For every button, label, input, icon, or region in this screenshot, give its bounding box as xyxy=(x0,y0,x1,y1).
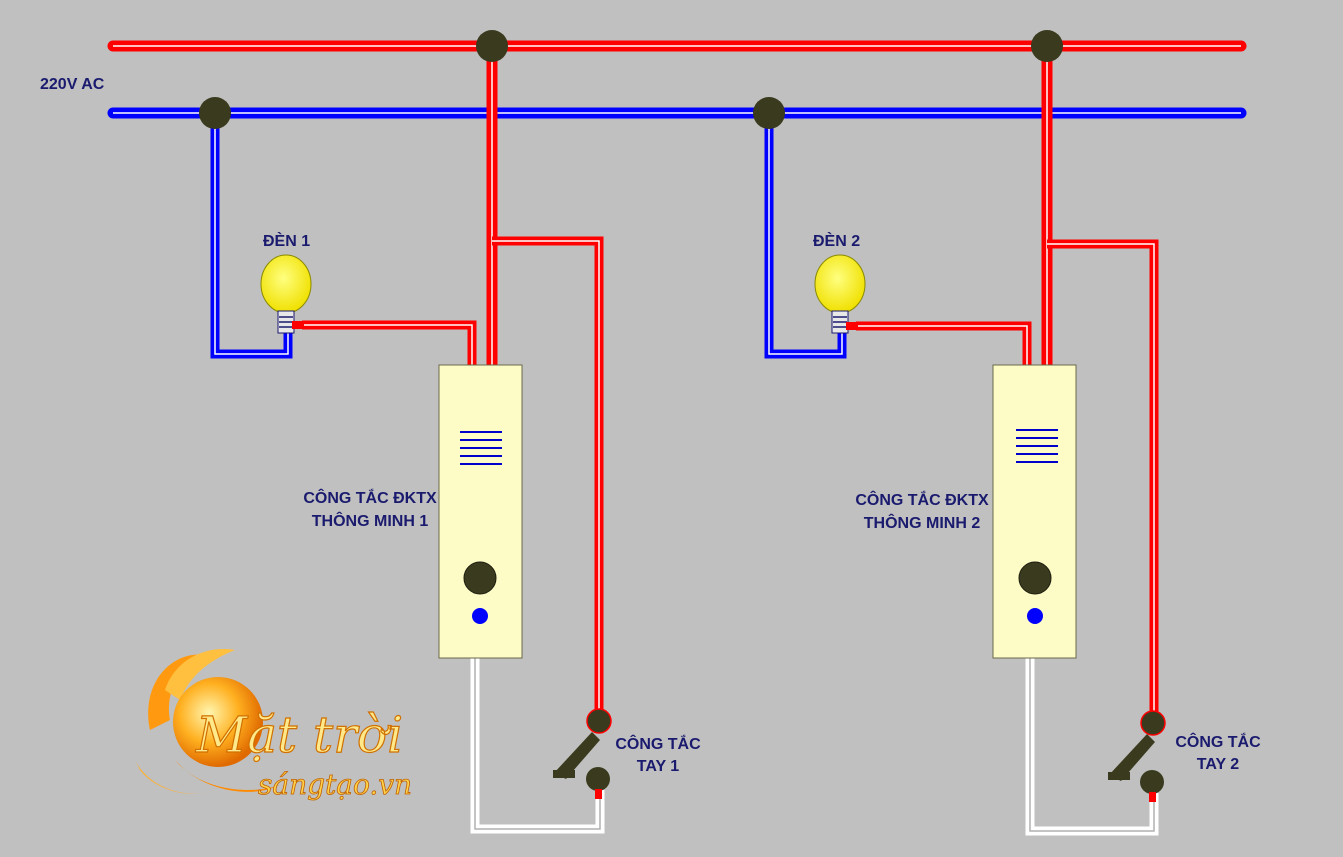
logo-main-text: Mặt trời xyxy=(195,706,403,764)
button-1 xyxy=(463,561,497,595)
sun-icon xyxy=(135,649,280,794)
indicator-led-2 xyxy=(1027,608,1043,624)
circuit-1: ĐÈN 1 CÔNG TẮC ĐKTX THÔNG MINH 1 CÔNG TẮ… xyxy=(210,46,701,834)
return-wire-2 xyxy=(1025,658,1159,836)
manual-switch-1 xyxy=(553,708,612,799)
junction-node xyxy=(753,97,785,129)
junction-node xyxy=(476,30,508,62)
smart-switch-1 xyxy=(438,364,523,659)
lamp-2-label: ĐÈN 2 xyxy=(813,231,860,250)
circuit-2: ĐÈN 2 CÔNG TẮC ĐKTX THÔNG MINH 2 CÔNG TẮ… xyxy=(764,46,1261,836)
manual-switch-2-line1: CÔNG TẮC xyxy=(1175,732,1261,751)
logo: Mặt trời sángtạo.vn xyxy=(135,649,412,801)
junction-node xyxy=(199,97,231,129)
button-2 xyxy=(1018,561,1052,595)
manual-switch-1-line2: TAY 1 xyxy=(637,758,680,775)
junctions xyxy=(199,30,1063,129)
return-wire-1 xyxy=(470,658,605,834)
vent-slots-1 xyxy=(460,431,502,465)
manual-switch-2 xyxy=(1108,710,1166,802)
smart-switch-1-line2: THÔNG MINH 1 xyxy=(312,511,429,530)
smart-switch-2-line2: THÔNG MINH 2 xyxy=(864,513,981,532)
manual-switch-1-line1: CÔNG TẮC xyxy=(615,734,701,753)
lamp-1-label: ĐÈN 1 xyxy=(263,231,310,250)
smart-switch-1-line1: CÔNG TẮC ĐKTX xyxy=(303,488,437,507)
vent-slots-2 xyxy=(1016,429,1058,463)
load-wire-1 xyxy=(302,320,477,366)
lamp-1 xyxy=(260,254,312,334)
supply-label: 220V AC xyxy=(40,76,105,93)
live-branch-1 xyxy=(492,236,604,718)
logo-sub-text: sángtạo.vn xyxy=(258,768,412,801)
load-wire-2 xyxy=(856,321,1032,366)
smart-switch-2-line1: CÔNG TẮC ĐKTX xyxy=(855,490,989,509)
smart-switch-2 xyxy=(992,364,1077,659)
lamp-2 xyxy=(814,254,866,334)
indicator-led-1 xyxy=(472,608,488,624)
live-branch-2 xyxy=(1047,239,1159,718)
neutral-wire-2 xyxy=(764,113,847,359)
neutral-wire-1 xyxy=(210,113,293,359)
manual-switch-2-line2: TAY 2 xyxy=(1197,756,1240,773)
junction-node xyxy=(1031,30,1063,62)
